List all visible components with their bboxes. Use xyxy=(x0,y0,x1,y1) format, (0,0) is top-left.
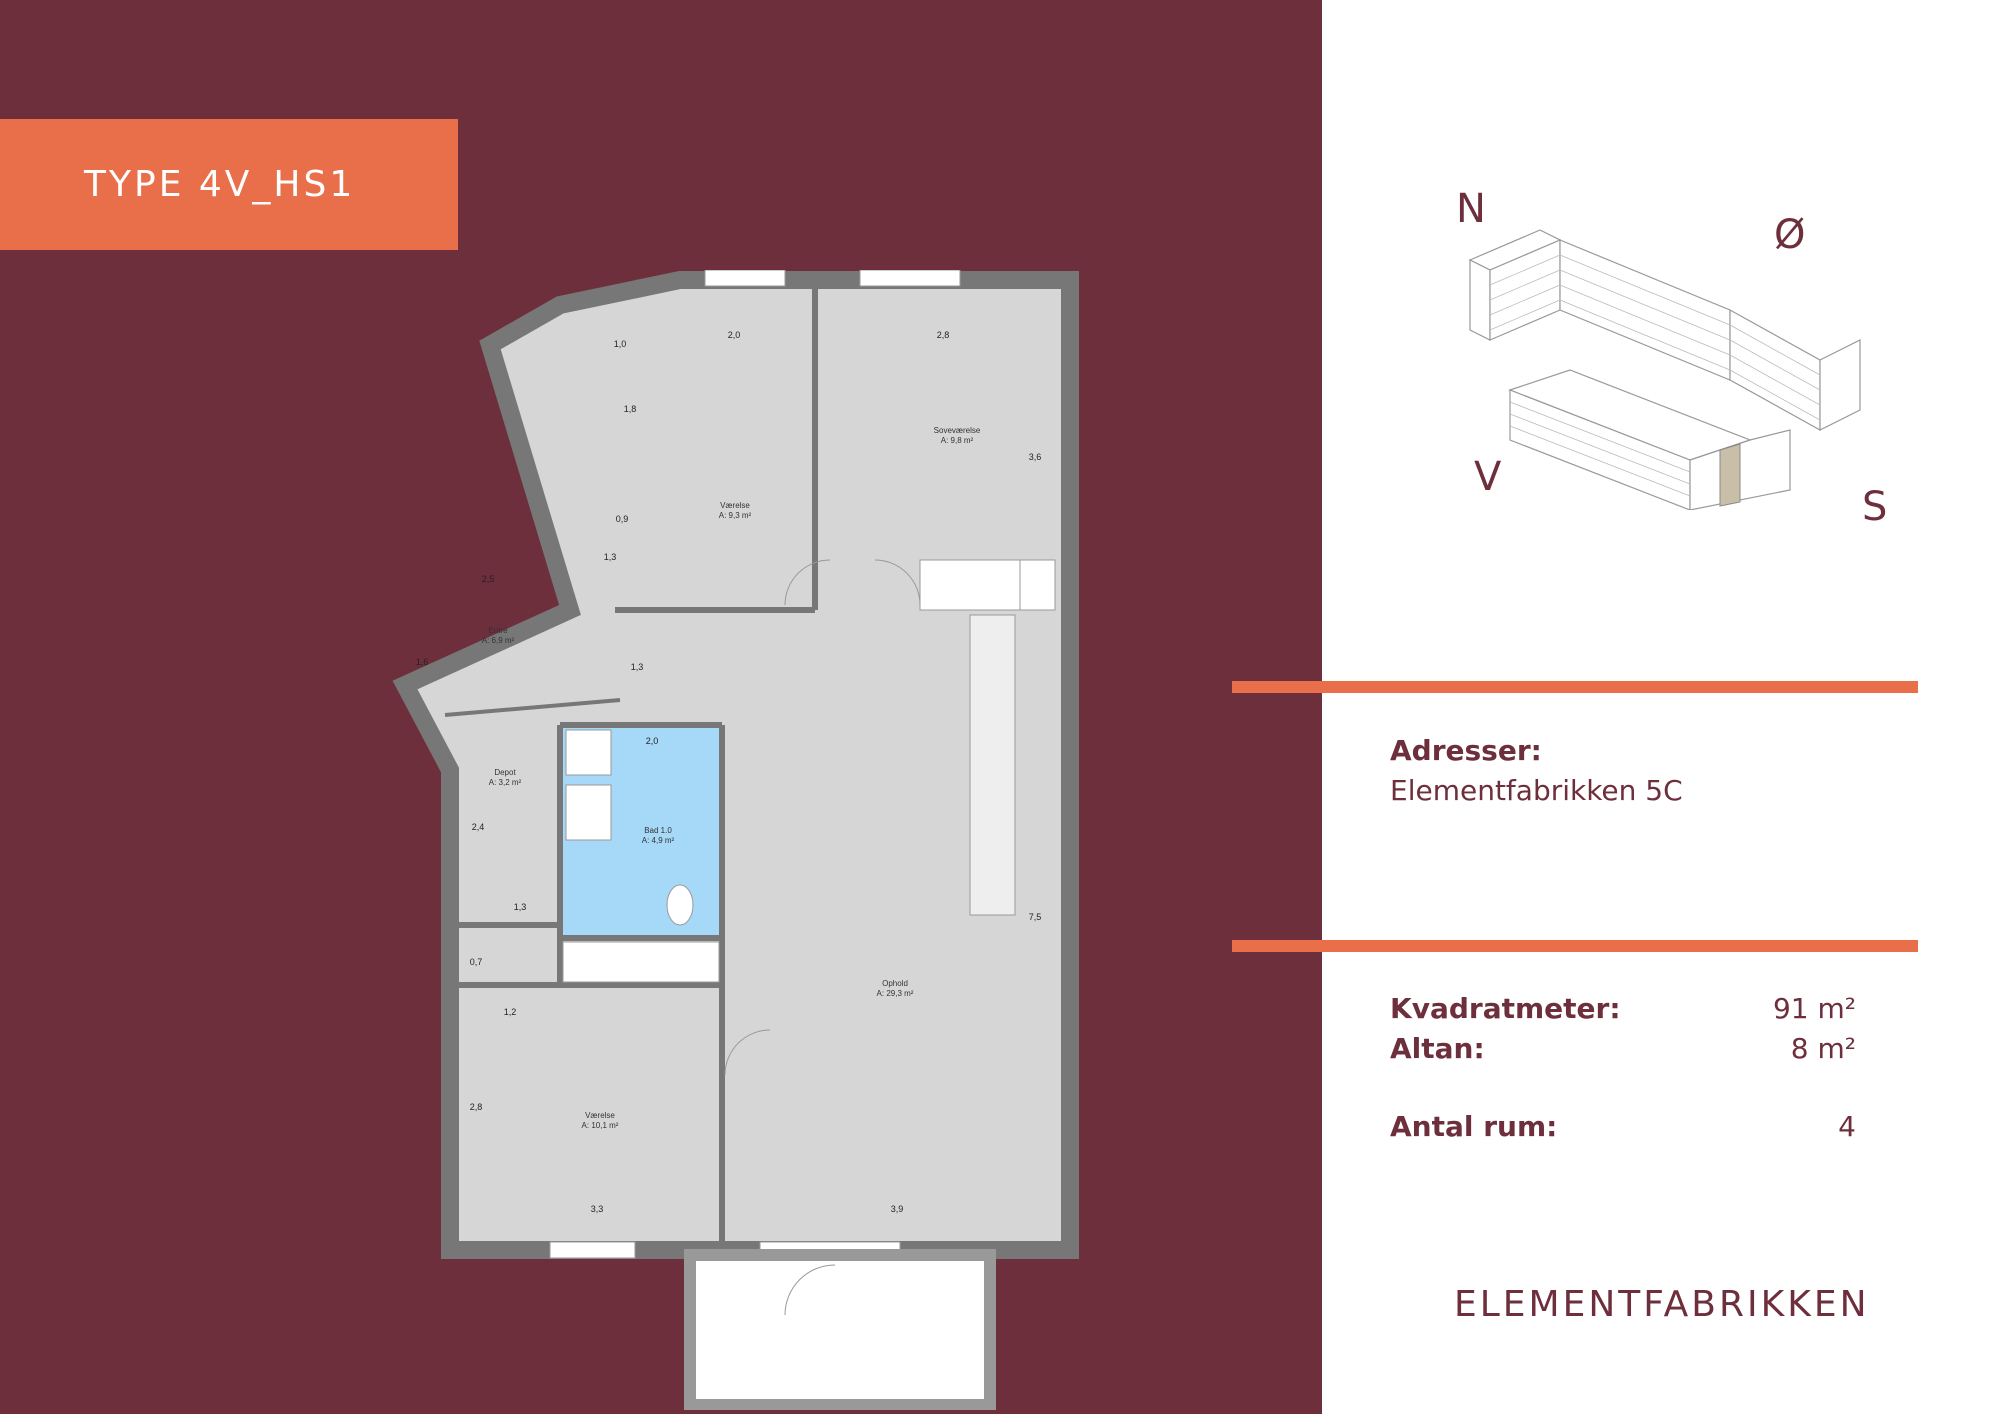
stat-label-balcony: Altan: xyxy=(1390,1032,1485,1065)
room-area-entre: A: 6,9 m² xyxy=(482,636,515,645)
room-label-bad: Bad 1.0 xyxy=(644,826,672,835)
stat-label-area: Kvadratmeter: xyxy=(1390,992,1621,1025)
dimension-label: 2,0 xyxy=(728,330,741,340)
address-value: Elementfabrikken 5C xyxy=(1390,774,1683,807)
room-area-sovevaerelse: A: 9,8 m² xyxy=(941,436,974,445)
type-label: TYPE 4V_HS1 xyxy=(84,164,356,205)
stat-label-rooms: Antal rum: xyxy=(1390,1110,1558,1143)
dimension-label: 1,3 xyxy=(604,552,617,562)
dimension-label: 2,8 xyxy=(470,1102,483,1112)
dimension-label: 0,7 xyxy=(470,957,483,967)
stat-value-area: 91 m² xyxy=(1772,992,1856,1025)
plan-walls xyxy=(392,270,1079,1259)
highlighted-unit xyxy=(1719,443,1741,507)
dimension-label: 2,5 xyxy=(482,574,495,584)
dimension-label: 3,3 xyxy=(591,1204,604,1214)
room-area-depot: A: 3,2 m² xyxy=(489,778,522,787)
dimension-label: 3,9 xyxy=(891,1204,904,1214)
stat-value-balcony: 8 m² xyxy=(1790,1032,1856,1065)
address-label: Adresser: xyxy=(1390,734,1542,767)
dimension-label: 1,0 xyxy=(614,339,627,349)
brand-logo-text: ELEMENTFABRIKKEN xyxy=(1454,1284,1870,1325)
dimension-label: 1,3 xyxy=(631,662,644,672)
room-label-entre: Entré xyxy=(488,626,508,635)
compass-west: V xyxy=(1474,454,1502,500)
stat-value-rooms: 4 xyxy=(1838,1110,1856,1143)
room-label-vaerelse-2: Værelse xyxy=(585,1111,615,1120)
dimension-label: 2,4 xyxy=(472,822,485,832)
dimension-label: 1,2 xyxy=(504,1007,517,1017)
dimension-label: 1,6 xyxy=(416,657,429,667)
dimension-label: 0,9 xyxy=(616,514,629,524)
room-area-vaerelse-2: A: 10,1 m² xyxy=(582,1121,619,1130)
dimension-label: 7,5 xyxy=(1029,912,1042,922)
room-area-ophold: A: 29,3 m² xyxy=(877,989,914,998)
room-area-bad: A: 4,9 m² xyxy=(642,836,675,845)
divider xyxy=(1232,940,1918,952)
balcony xyxy=(684,1249,996,1410)
dimension-label: 3,6 xyxy=(1029,452,1042,462)
divider xyxy=(1232,681,1918,693)
dimension-label: 1,3 xyxy=(514,902,527,912)
type-badge: TYPE 4V_HS1 xyxy=(0,119,458,250)
info-panel xyxy=(1322,0,2000,1414)
room-label-vaerelse-1: Værelse xyxy=(720,501,750,510)
room-label-ophold: Ophold xyxy=(882,979,908,988)
building-isometric xyxy=(1468,229,1861,510)
compass-north: N xyxy=(1456,186,1486,232)
dimension-label: 1,8 xyxy=(624,404,637,414)
floor-plan: Værelse A: 9,3 m² Soveværelse A: 9,8 m² … xyxy=(392,270,1079,1410)
dimension-label: 2,8 xyxy=(937,330,950,340)
room-label-depot: Depot xyxy=(494,768,516,777)
room-label-sovevaerelse: Soveværelse xyxy=(934,426,981,435)
room-area-vaerelse-1: A: 9,3 m² xyxy=(719,511,752,520)
compass-east: Ø xyxy=(1774,212,1806,258)
compass-south: S xyxy=(1862,484,1888,530)
dimension-label: 2,0 xyxy=(646,736,659,746)
